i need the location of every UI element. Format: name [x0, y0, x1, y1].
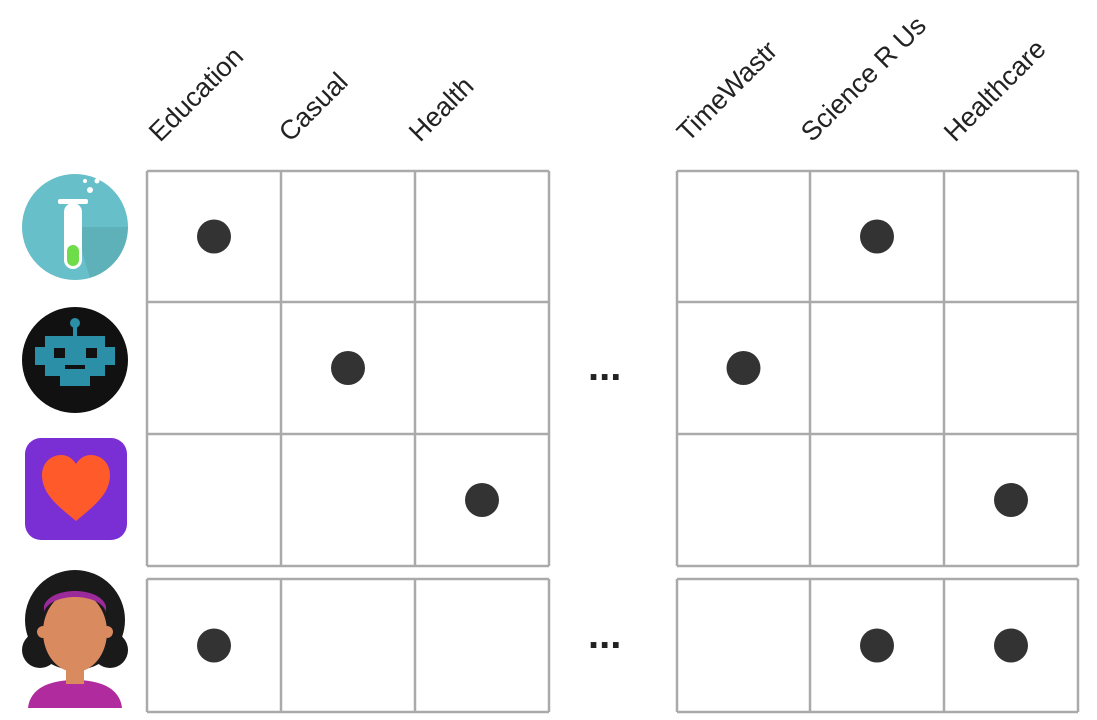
column-label-casual: Casual [273, 67, 354, 148]
test-tube-icon [22, 174, 129, 280]
column-label-education: Education [143, 41, 249, 147]
column-label-science-r-us: Science R Us [795, 10, 932, 147]
robot-icon [22, 307, 128, 413]
column-labels-left: Education Casual Health [143, 41, 479, 147]
grid-lower-right [675, 577, 1080, 714]
column-labels-right: TimeWastr Science R Us Healthcare [671, 10, 1052, 147]
grid-lower-left [145, 577, 551, 714]
column-label-healthcare: Healthcare [938, 34, 1052, 148]
heart-icon [25, 438, 127, 540]
ellipsis-upper: ... [588, 345, 621, 389]
grid-upper-right [675, 169, 1080, 568]
membership-dot-r3-right2 [994, 628, 1028, 663]
membership-dot-r2-right2 [994, 483, 1028, 517]
membership-dot-r1-right0 [726, 351, 761, 385]
membership-dot-r3-left0 [197, 628, 231, 663]
membership-dot-r2-left2 [465, 483, 499, 517]
column-label-health: Health [403, 71, 479, 147]
membership-dot-r0-right1 [860, 219, 894, 254]
matrix-grids [145, 169, 1080, 714]
ellipsis-lower: ... [588, 613, 621, 657]
column-label-timewastr: TimeWastr [671, 35, 783, 147]
grid-upper-left [145, 169, 551, 568]
membership-dot-r0-left0 [197, 219, 231, 254]
person-avatar-icon [22, 570, 128, 708]
membership-dots [197, 219, 1028, 663]
membership-dot-r3-right1 [860, 628, 894, 663]
membership-dot-r1-left1 [331, 351, 365, 385]
